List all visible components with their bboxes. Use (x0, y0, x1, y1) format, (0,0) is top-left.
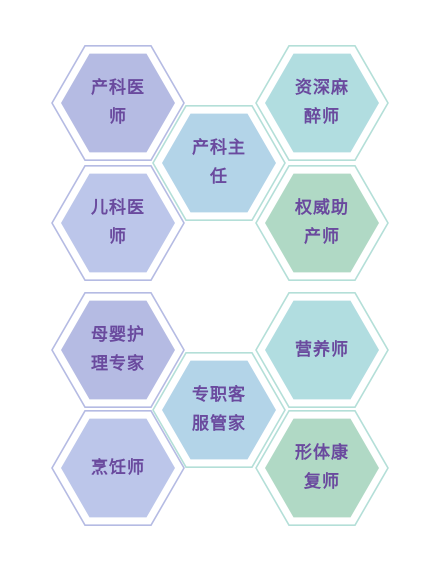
hexagon-shape (255, 409, 389, 526)
hex-anesthesiologist: 资深麻 醉师 (254, 44, 390, 162)
hexagon-fill (61, 300, 175, 400)
hexagon-fill (61, 173, 175, 273)
hexagon-shape (255, 44, 389, 161)
hexagon-shape (255, 291, 389, 408)
hexagon-fill (162, 113, 276, 213)
hexagon-shape (51, 291, 185, 408)
hexagon-shape (152, 351, 286, 468)
hexagon-shape (255, 164, 389, 281)
hexagon-fill (61, 53, 175, 153)
hexagon-shape (51, 409, 185, 526)
hexagon-shape (51, 44, 185, 161)
hex-rehabilitation: 形体康 复师 (254, 409, 390, 527)
hexagon-shape (51, 164, 185, 281)
hex-midwife: 权威助 产师 (254, 164, 390, 282)
hex-pediatrician: 儿科医 师 (50, 164, 186, 282)
hexagon-fill (265, 53, 379, 153)
hexagon-fill (265, 300, 379, 400)
hexagon-fill (265, 173, 379, 273)
hexagon-fill (265, 418, 379, 518)
hex-chef: 烹饪师 (50, 409, 186, 527)
hexagon-shape (152, 104, 286, 221)
hexagon-fill (61, 418, 175, 518)
hex-customer-manager: 专职客 服管家 (151, 351, 287, 469)
hexagon-fill (162, 360, 276, 460)
